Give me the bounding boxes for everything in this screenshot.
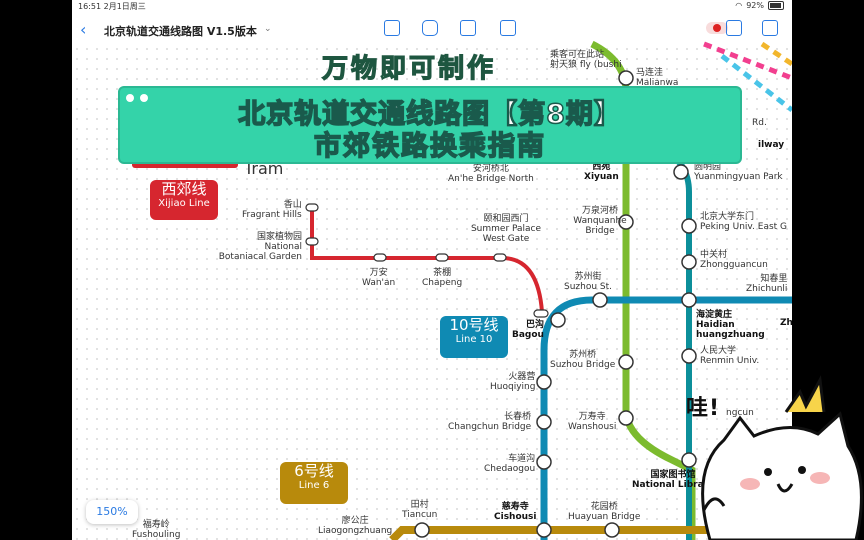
station-marker <box>373 253 387 262</box>
tram-label: Tram <box>244 159 284 178</box>
station-marker <box>536 454 552 470</box>
station-marker <box>618 410 634 426</box>
battery-percent: 92% <box>746 1 764 10</box>
status-time-date: 16:51 2月1日周三 <box>78 2 146 11</box>
station-marker <box>550 312 566 328</box>
station-marker <box>414 522 430 538</box>
layers-icon[interactable] <box>422 20 438 36</box>
overlay-headline: 万物即可制作 <box>321 53 497 84</box>
station-marker <box>681 254 697 270</box>
cat-sticker <box>701 411 863 540</box>
station-label: Zh <box>780 318 792 328</box>
station-marker <box>435 253 449 262</box>
decor-stripes <box>703 41 792 112</box>
record-icon[interactable] <box>706 22 728 34</box>
edit-icon[interactable] <box>762 20 778 36</box>
station-marker <box>673 164 689 180</box>
exclaim-text: 哇! <box>686 396 721 421</box>
station-marker <box>618 354 634 370</box>
station-marker <box>604 522 620 538</box>
status-right: ◠ 92% <box>735 1 784 10</box>
battery-icon <box>768 1 784 10</box>
station-marker <box>533 309 549 318</box>
wifi-icon: ◠ <box>735 1 743 10</box>
green-line-path <box>590 40 696 540</box>
station-marker <box>681 292 697 308</box>
metro-map <box>132 40 792 540</box>
station-label: ilway <box>758 140 785 150</box>
station-marker <box>681 452 697 468</box>
station-label: Rd. <box>752 118 767 128</box>
station-label: ngcun <box>726 408 754 418</box>
banner-subtitle: 市郊铁路换乘指南 <box>313 130 546 163</box>
station-marker <box>681 218 697 234</box>
overlay-banner: 北京轨道交通线路图【第8期】 市郊铁路换乘指南 <box>120 88 740 163</box>
station-marker <box>536 522 552 538</box>
station-marker <box>536 374 552 390</box>
tram-bar <box>132 160 238 168</box>
banner-dot <box>140 94 148 102</box>
document-title[interactable]: 北京轨道交通线路图 V1.5版本 <box>104 25 257 38</box>
station-marker <box>493 253 507 262</box>
station-label: 乘客可在此站射天狼 fly (bushi <box>550 50 622 70</box>
share-icon[interactable] <box>726 20 742 36</box>
status-bar: 16:51 2月1日周三 ◠ 92% <box>72 0 792 12</box>
notes-icon[interactable] <box>384 20 400 36</box>
app-screen: 16:51 2月1日周三 ◠ 92% ‹ 北京轨道交通线路图 V1.5版本 ⌄ <box>72 0 792 540</box>
station-marker <box>618 70 634 86</box>
back-chevron-icon[interactable]: ‹ <box>80 20 87 39</box>
station-marker <box>618 214 634 230</box>
app-toolbar: ‹ 北京轨道交通线路图 V1.5版本 ⌄ <box>72 14 792 44</box>
image-icon[interactable] <box>500 20 516 36</box>
zoom-indicator[interactable]: 150% <box>86 500 138 524</box>
title-dropdown-icon[interactable]: ⌄ <box>264 24 272 34</box>
station-marker <box>681 348 697 364</box>
spark-icon <box>784 375 826 413</box>
station-marker <box>536 414 552 430</box>
line10-path <box>540 296 792 540</box>
station-marker <box>305 203 319 212</box>
station-marker <box>305 237 319 246</box>
text-icon[interactable] <box>460 20 476 36</box>
station-marker <box>592 292 608 308</box>
banner-title: 北京轨道交通线路图【第8期】 <box>237 98 622 131</box>
line6-path <box>389 526 792 540</box>
banner-dot <box>126 94 134 102</box>
